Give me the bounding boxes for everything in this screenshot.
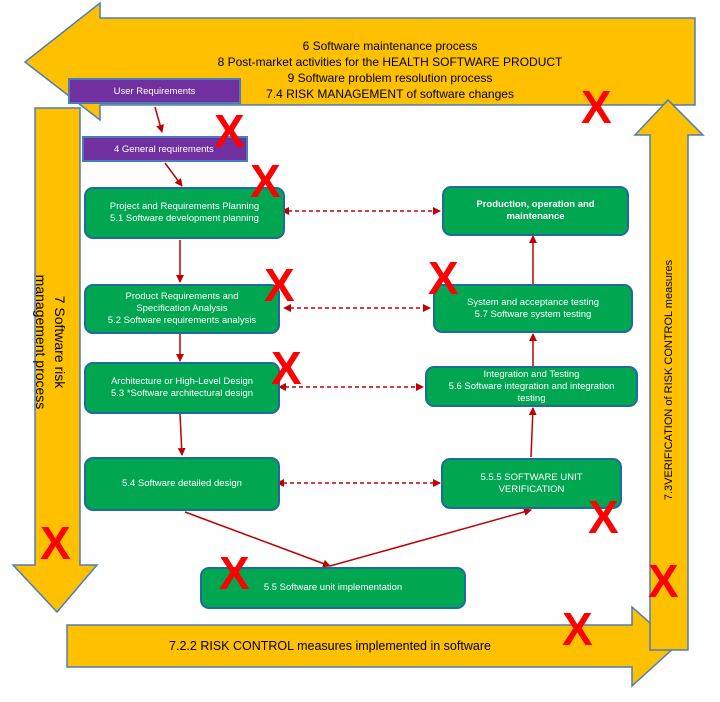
top-arrow-line1: 6 Software maintenance process <box>302 39 478 53</box>
integration-line2: 5.6 Software integration and integration <box>448 380 615 392</box>
general-requirements-label: 4 General requirements <box>114 143 214 155</box>
integration-box: Integration and Testing 5.6 Software int… <box>425 366 638 407</box>
right-arrow-text: 7.3VERIFICATION of RISK CONTROL measures <box>661 230 677 530</box>
top-arrow-line4: 7.4 RISK MANAGEMENT of software changes <box>266 87 514 101</box>
right-verification-arrow <box>633 98 705 651</box>
x-mark-project-planning: X <box>250 155 281 207</box>
bottom-risk-control-arrow <box>66 605 678 688</box>
flow-implementation-to-unit-verification <box>329 508 532 567</box>
flow-architecture-to-detailed <box>177 413 186 456</box>
x-mark-top-arrow: X <box>581 81 612 133</box>
user-requirements-label: User Requirements <box>113 85 196 97</box>
x-mark-unit-implementation: X <box>219 547 250 599</box>
unit-verification-box: 5.5.5 SOFTWARE UNIT VERIFICATION <box>441 458 622 509</box>
system-testing-line2: 5.7 Software system testing <box>474 308 592 320</box>
product-requirements-line1: Product Requirements and <box>125 291 239 302</box>
top-arrow-line3: 9 Software problem resolution process <box>287 71 493 85</box>
bottom-arrow-text: 7.2.2 RISK CONTROL measures implemented … <box>70 638 590 654</box>
product-requirements-box: Product Requirements and Specification A… <box>84 284 280 334</box>
system-testing-line1: System and acceptance testing <box>466 296 600 308</box>
flow-detailed-to-implementation <box>184 511 331 568</box>
production-line1: Production, operation and <box>476 199 595 210</box>
flow-user-to-general <box>154 106 164 133</box>
production-box: Production, operation and maintenance <box>442 186 629 236</box>
right-arrow-label: 7.3VERIFICATION of RISK CONTROL measures <box>663 259 675 501</box>
project-planning-line2: 5.1 Software development planning <box>110 213 259 224</box>
architecture-line2: 5.3 *Software architectural design <box>110 388 254 399</box>
x-mark-product-requirements: X <box>264 259 295 311</box>
system-testing-box: System and acceptance testing 5.7 Softwa… <box>433 284 633 333</box>
unit-implementation-box: 5.5 Software unit implementation <box>200 567 466 609</box>
integration-line1: Integration and Testing <box>483 368 580 380</box>
project-planning-box: Project and Requirements Planning 5.1 So… <box>84 187 285 239</box>
general-requirements-box: 4 General requirements <box>82 136 248 162</box>
x-mark-system-testing: X <box>428 252 459 304</box>
x-mark-left-arrow: X <box>40 517 71 569</box>
left-arrow-line1: 7 Software risk <box>52 295 68 389</box>
x-mark-general-requirements: X <box>214 105 245 157</box>
x-mark-right-arrow: X <box>648 555 679 607</box>
detailed-design-box: 5.4 Software detailed design <box>84 457 280 511</box>
product-requirements-line3: 5.2 Software requirements analysis <box>107 315 257 326</box>
flow-unit-verification-to-integration <box>528 407 537 458</box>
user-requirements-box: User Requirements <box>68 78 241 104</box>
project-planning-line1: Project and Requirements Planning <box>109 201 260 212</box>
unit-verification-line1: 5.5.5 SOFTWARE UNIT <box>480 471 583 483</box>
x-mark-architecture: X <box>271 342 302 394</box>
bottom-arrow-label: 7.2.2 RISK CONTROL measures implemented … <box>169 639 491 653</box>
integration-line3: testing <box>517 392 546 404</box>
top-arrow-line2: 8 Post-market activities for the HEALTH … <box>217 55 563 69</box>
product-requirements-line2: Specification Analysis <box>136 303 228 314</box>
left-arrow-line2: management process <box>33 274 49 410</box>
top-arrow-text: 6 Software maintenance process 8 Post-ma… <box>110 38 670 102</box>
detailed-design-line1: 5.4 Software detailed design <box>122 478 242 489</box>
unit-implementation-line1: 5.5 Software unit implementation <box>263 582 403 593</box>
flow-general-to-planning <box>164 162 183 187</box>
unit-verification-line2: VERIFICATION <box>498 483 565 495</box>
left-arrow-text: 7 Software risk management process <box>29 222 69 462</box>
production-line2: maintenance <box>506 211 565 222</box>
left-risk-process-arrow <box>11 107 99 614</box>
x-mark-bottom-arrow: X <box>562 603 593 655</box>
x-mark-unit-verification: X <box>588 491 619 543</box>
architecture-box: Architecture or High-Level Design 5.3 *S… <box>84 362 280 414</box>
architecture-line1: Architecture or High-Level Design <box>110 376 254 387</box>
